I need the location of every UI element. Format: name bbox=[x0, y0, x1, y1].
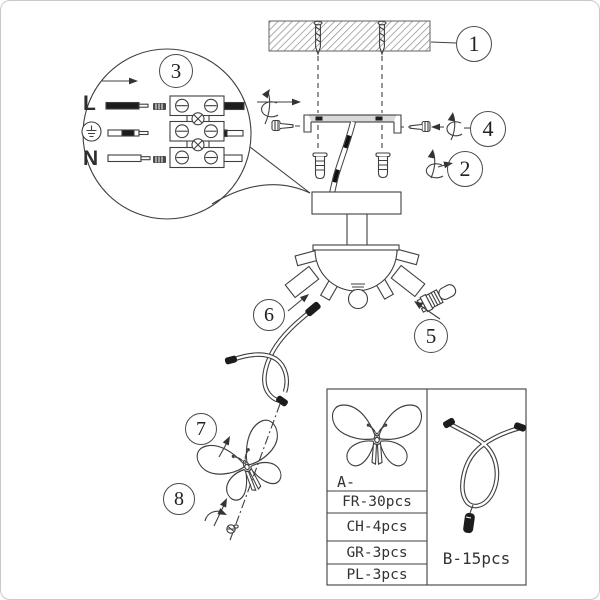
bracket-screw-right bbox=[409, 120, 431, 133]
ceiling-hatched-area bbox=[268, 20, 431, 52]
wall-plug-right bbox=[375, 152, 391, 179]
arrow bbox=[213, 496, 231, 527]
power-cable bbox=[329, 121, 356, 194]
alignment-dashed-lines bbox=[295, 56, 410, 152]
terminal-block bbox=[169, 95, 225, 169]
wiring-detail-balloon bbox=[82, 48, 311, 220]
rotation-arrow-icon bbox=[204, 508, 229, 522]
ceiling-canopy bbox=[311, 191, 402, 215]
rotation-arrow-icon bbox=[425, 148, 454, 179]
lamp-stem bbox=[346, 214, 368, 245]
curly-wire-icon bbox=[442, 417, 527, 534]
live-terminal-label: L bbox=[83, 92, 96, 115]
part-a-label: A- bbox=[337, 473, 356, 491]
wall-plug-left bbox=[312, 152, 328, 180]
part-a-row-fr: FR-30pcs bbox=[342, 494, 412, 510]
part-a-row-pl: PL-3pcs bbox=[346, 566, 408, 583]
bracket-screw-left bbox=[271, 119, 294, 132]
step1-leader-line bbox=[430, 41, 457, 44]
step-3-label: 3 bbox=[159, 54, 193, 88]
spare-bulb-part bbox=[416, 284, 457, 313]
neutral-terminal-label: N bbox=[83, 147, 99, 170]
neutral-wire bbox=[107, 154, 243, 163]
arrow bbox=[102, 77, 138, 85]
arrow bbox=[218, 434, 234, 458]
lamp-dome bbox=[312, 244, 400, 292]
step-5-label: 5 bbox=[414, 319, 448, 353]
step-6-label: 6 bbox=[253, 299, 285, 331]
arrow bbox=[412, 298, 441, 320]
curly-wire-icon bbox=[224, 301, 321, 407]
step-4-label: 4 bbox=[470, 111, 506, 147]
rotation-arrow-icon bbox=[257, 87, 301, 125]
part-a-row-ch: CH-4pcs bbox=[346, 519, 408, 535]
part-b-label: B-15pcs bbox=[442, 548, 511, 568]
fixing-screw bbox=[226, 524, 239, 534]
rotation-arrow-icon bbox=[431, 111, 470, 141]
step-1-label: 1 bbox=[456, 26, 492, 62]
ceiling-screw-left bbox=[313, 20, 323, 56]
assembly-axis-line bbox=[228, 403, 281, 544]
step-7-label: 7 bbox=[185, 413, 217, 445]
part-a-row-gr: GR-3pcs bbox=[346, 544, 408, 561]
step-8-label: 8 bbox=[163, 483, 195, 515]
arrow bbox=[287, 291, 312, 312]
step-2-label: 2 bbox=[447, 151, 483, 187]
ceiling-screw-right bbox=[377, 20, 387, 56]
bulb bbox=[347, 283, 369, 310]
earth-ground-icon bbox=[81, 121, 102, 142]
